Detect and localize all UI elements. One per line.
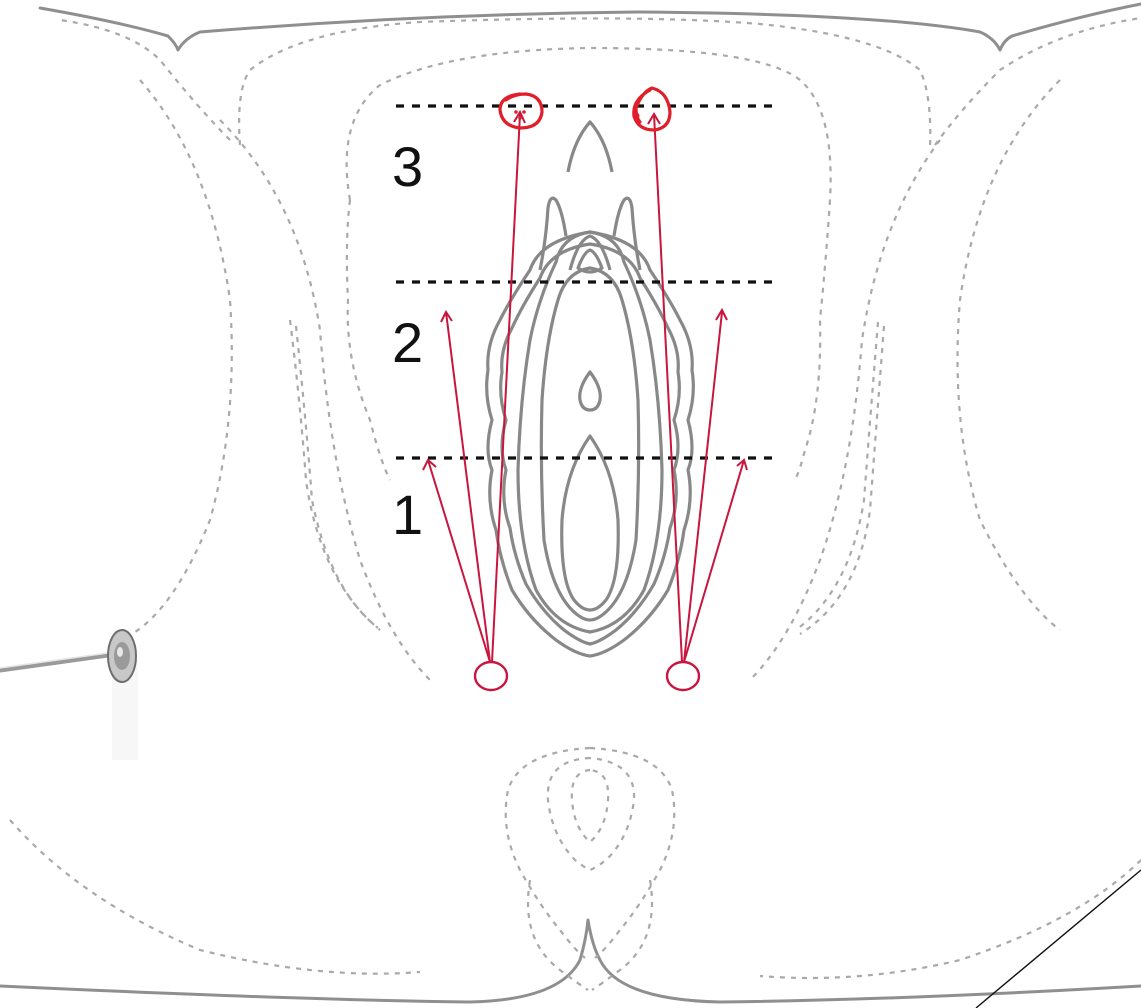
outer-dashed-contours [9,16,1141,980]
arrowhead-right-2 [715,307,728,321]
needle-path-right-2 [683,311,723,663]
level-lines [396,104,778,460]
cannula-needle-icon [0,629,138,760]
needle-path-left-3 [491,113,521,663]
endpoint-marker-right [632,86,672,132]
endpoint-dot-right [632,112,640,120]
arrowhead-left-3 [513,109,526,124]
endpoint-dot-left-2 [522,110,526,114]
pointer-line [975,869,1141,1008]
endpoint-markers [498,86,672,132]
entry-point-left [473,660,509,692]
needle-path-right-1 [683,459,745,663]
vulva-outline [485,120,695,658]
injection-paths [422,109,748,692]
endpoint-marker-left [498,92,544,130]
zone-label-3: 3 [392,135,423,198]
needle-path-left-2 [445,311,491,663]
needle-path-right-3 [653,113,683,663]
arrowhead-left-1 [422,458,437,471]
arrowhead-left-2 [440,310,453,323]
arrowhead-right-1 [736,458,748,471]
endpoint-dot-left-1 [514,110,518,114]
zone-label-1: 1 [392,483,423,546]
arrowhead-right-3 [647,112,661,125]
anal-region-contour [504,746,676,991]
entry-point-right [665,660,701,692]
zone-label-2: 2 [392,311,423,374]
needle-path-left-1 [427,459,491,663]
endpoint-dot-left-3 [518,116,522,120]
